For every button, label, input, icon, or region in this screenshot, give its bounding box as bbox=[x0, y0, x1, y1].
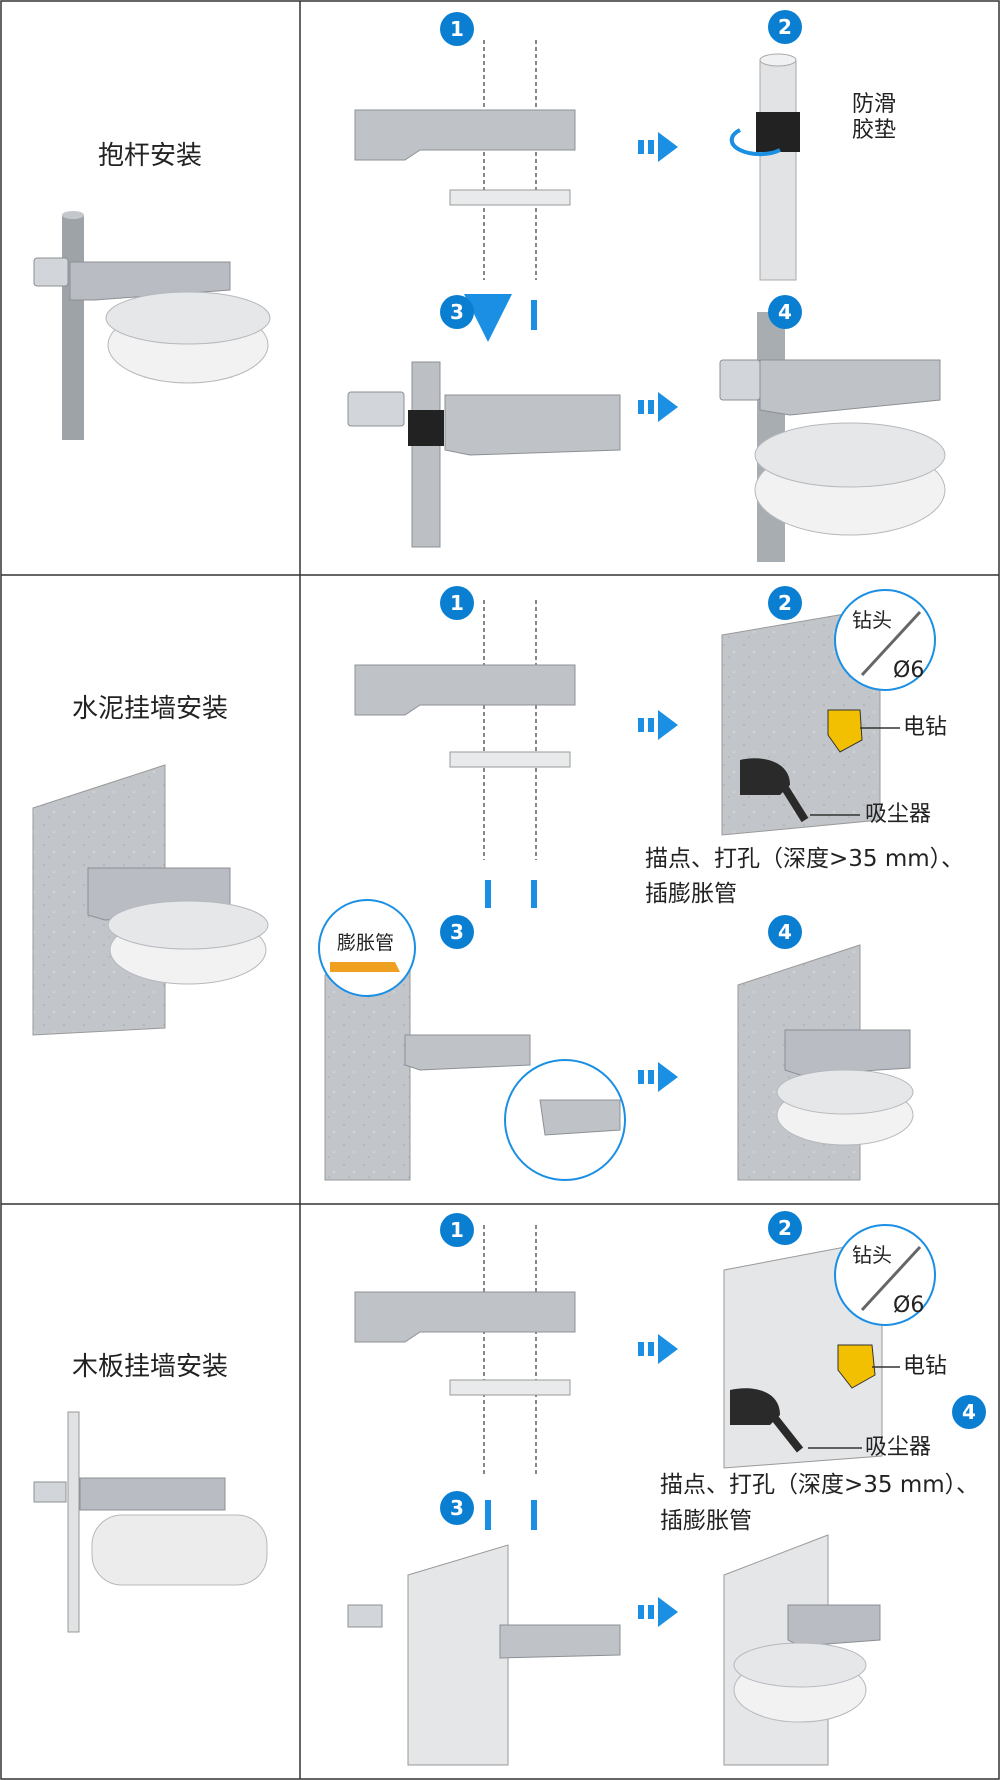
section2-arrow-1-2 bbox=[638, 710, 678, 740]
section2-title: 水泥挂墙安装 bbox=[71, 694, 228, 724]
section3-bit-size-label: Ø6 bbox=[893, 1293, 925, 1318]
section1-step-4-badge: 4 bbox=[768, 295, 802, 329]
section3-step-2-badge: 2 bbox=[768, 1211, 802, 1245]
section2-anchor-label: 膨胀管 bbox=[337, 932, 395, 954]
section2-overview-illustration bbox=[32, 764, 269, 1036]
section3-step-3-badge: 3 bbox=[440, 1491, 474, 1525]
section3-bit-label: 钻头 bbox=[852, 1243, 892, 1267]
section2-bit-size-label: Ø6 bbox=[893, 658, 925, 683]
section3-arrow-1-2 bbox=[638, 1334, 678, 1364]
section1-step-1-badge: 1 bbox=[440, 12, 474, 46]
section2-step-4-badge: 4 bbox=[768, 915, 802, 949]
section3-step2-illustration bbox=[723, 1224, 936, 1469]
section3-arrow-3-4 bbox=[638, 1597, 678, 1627]
section2-step2-illustration bbox=[721, 589, 936, 836]
section1-step-2-badge: 2 bbox=[768, 10, 802, 44]
section3-step3-illustration bbox=[347, 1544, 621, 1766]
section1-arrow-1-2 bbox=[638, 132, 678, 162]
section3-caption-line1: 描点、打孔（深度>35 mm）、 bbox=[660, 1472, 980, 1498]
section1-step2-illustration bbox=[729, 53, 800, 281]
section1-overview-illustration bbox=[33, 211, 271, 440]
section1-step1-illustration bbox=[354, 40, 576, 342]
section3-step-4-badge: 4 bbox=[952, 1395, 986, 1429]
section1-pad-label: 防滑胶垫 bbox=[852, 92, 897, 144]
section1-step-3-badge: 3 bbox=[440, 295, 474, 329]
section3-step4-illustration bbox=[723, 1534, 881, 1766]
section2-drill-label: 电钻 bbox=[903, 715, 948, 740]
section2-caption-line1: 描点、打孔（深度>35 mm）、 bbox=[645, 846, 965, 872]
section1-title: 抱杆安装 bbox=[97, 141, 202, 171]
section2-vacuum-label: 吸尘器 bbox=[865, 802, 932, 827]
section2-step-2-badge: 2 bbox=[768, 586, 802, 620]
section1-arrow-3-4 bbox=[638, 392, 678, 422]
section2-step4-illustration bbox=[737, 944, 914, 1181]
section3-vacuum-label: 吸尘器 bbox=[865, 1435, 932, 1460]
section3-drill-label: 电钻 bbox=[903, 1354, 948, 1379]
section2-step-1-badge: 1 bbox=[440, 586, 474, 620]
section3-step-1-badge: 1 bbox=[440, 1213, 474, 1247]
section1-step4-illustration bbox=[719, 312, 946, 562]
section3-caption-line2: 插膨胀管 bbox=[660, 1508, 752, 1534]
section2-caption-line2: 插膨胀管 bbox=[645, 881, 737, 907]
section3-step1-illustration bbox=[354, 1225, 576, 1530]
section2-arrow-3-4 bbox=[638, 1062, 678, 1092]
section2-step1-illustration bbox=[354, 600, 576, 908]
section3-title: 木板挂墙安装 bbox=[71, 1352, 228, 1382]
section3-overview-illustration bbox=[33, 1411, 268, 1633]
section2-bit-label: 钻头 bbox=[852, 608, 892, 632]
section2-step3-illustration bbox=[318, 899, 626, 1181]
section1-step3-illustration bbox=[347, 361, 621, 548]
section2-step-3-badge: 3 bbox=[440, 915, 474, 949]
